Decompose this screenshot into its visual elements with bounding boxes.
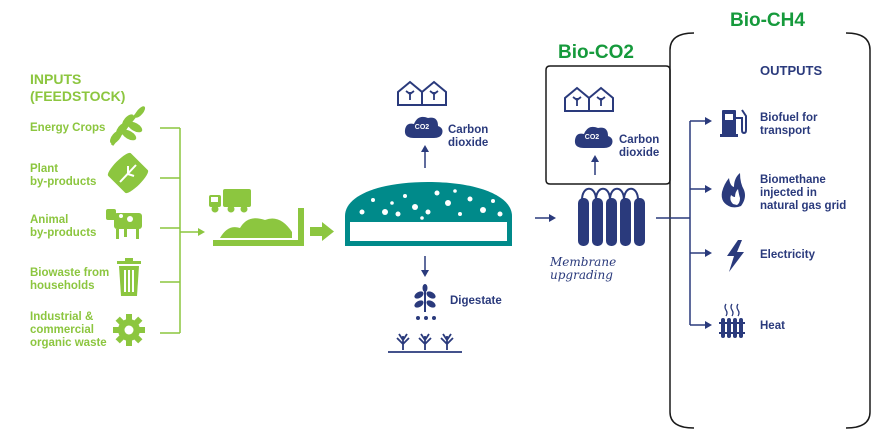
input-label-line: by-products <box>30 176 97 188</box>
arrow-to-digester <box>310 222 334 241</box>
inputs-connector-lines <box>160 127 205 334</box>
output-biomethane: Biomethane injected in natural gas grid <box>760 174 846 213</box>
truck-icon <box>209 189 251 213</box>
input-industrial-waste: Industrial & commercial organic waste <box>30 311 107 350</box>
input-energy-crops: Energy Crops <box>30 122 105 135</box>
label-line: Biomethane <box>760 174 826 186</box>
bio-co2-carbon-dioxide-label: Carbon dioxide <box>619 134 659 160</box>
radiator-icon <box>719 303 745 338</box>
membrane-module-icon <box>578 187 645 246</box>
crops-row-icon <box>388 333 462 353</box>
outputs-connector-lines <box>656 117 712 329</box>
inputs-title-line2: (FEEDSTOCK) <box>30 88 126 104</box>
label-line: natural gas grid <box>760 200 847 212</box>
inputs-title-line1: INPUTS <box>30 71 82 87</box>
arrow-up-to-co2 <box>421 145 429 168</box>
wheat-icon <box>110 106 146 146</box>
bio-co2-greenhouse-icon <box>564 86 614 112</box>
output-electricity: Electricity <box>760 249 815 261</box>
feedstock-heap-icon <box>213 208 304 246</box>
digestate-label: Digestate <box>450 295 502 307</box>
gear-icon <box>113 314 145 346</box>
inputs-title: INPUTS (FEEDSTOCK) <box>30 71 125 105</box>
label-line: upgrading <box>550 268 613 282</box>
cow-icon <box>106 209 142 239</box>
label-line: Biofuel for <box>760 112 818 124</box>
digestate-sprout-icon <box>414 284 436 320</box>
label-line: transport <box>760 125 811 137</box>
bio-ch4-title: Bio-CH4 <box>730 10 805 31</box>
bio-co2-arrow-up <box>591 155 599 175</box>
input-biowaste: Biowaste from households <box>30 267 109 293</box>
label-line: dioxide <box>619 147 660 159</box>
input-label-line: Animal <box>30 214 69 226</box>
digester-icon <box>345 182 512 246</box>
bio-co2-title: Bio-CO2 <box>558 42 634 63</box>
input-label-line: Industrial & <box>30 311 94 323</box>
input-label-line: organic waste <box>30 337 107 349</box>
bio-co2-box <box>545 65 671 185</box>
flame-icon <box>721 173 745 208</box>
bio-co2-cloud-icon <box>574 126 613 148</box>
bio-ch4-box <box>669 32 871 429</box>
input-label-line: households <box>30 280 95 292</box>
label-line: injected in <box>760 187 817 199</box>
co2-badge: CO2 <box>414 124 430 131</box>
input-label-line: Plant <box>30 163 59 175</box>
label-line: Carbon <box>448 124 489 136</box>
greenhouse-icon <box>397 80 447 106</box>
leaf-icon <box>107 152 149 194</box>
arrow-to-membrane <box>535 214 556 222</box>
co2-cloud-icon <box>404 116 443 138</box>
input-label-line: by-products <box>30 227 97 239</box>
input-label-line: Biowaste from <box>30 267 110 279</box>
bio-co2-badge: CO2 <box>584 134 600 141</box>
output-heat: Heat <box>760 320 785 332</box>
label-line: Membrane <box>550 255 617 269</box>
arrow-down-to-digestate <box>421 256 429 277</box>
label-line: Carbon <box>619 134 660 146</box>
fuel-pump-icon <box>720 109 747 137</box>
input-animal-byproducts: Animal by-products <box>30 214 96 240</box>
label-line: dioxide <box>448 137 489 149</box>
lightning-icon <box>727 240 744 272</box>
trash-can-icon <box>117 258 141 296</box>
input-plant-byproducts: Plant by-products <box>30 163 96 189</box>
input-label-line: commercial <box>30 324 94 336</box>
membrane-label: Membrane upgrading <box>550 256 616 282</box>
output-biofuel: Biofuel for transport <box>760 112 818 138</box>
outputs-title: OUTPUTS <box>760 63 823 78</box>
input-label-line: Energy Crops <box>30 122 106 134</box>
process-carbon-dioxide-label: Carbon dioxide <box>448 124 488 150</box>
